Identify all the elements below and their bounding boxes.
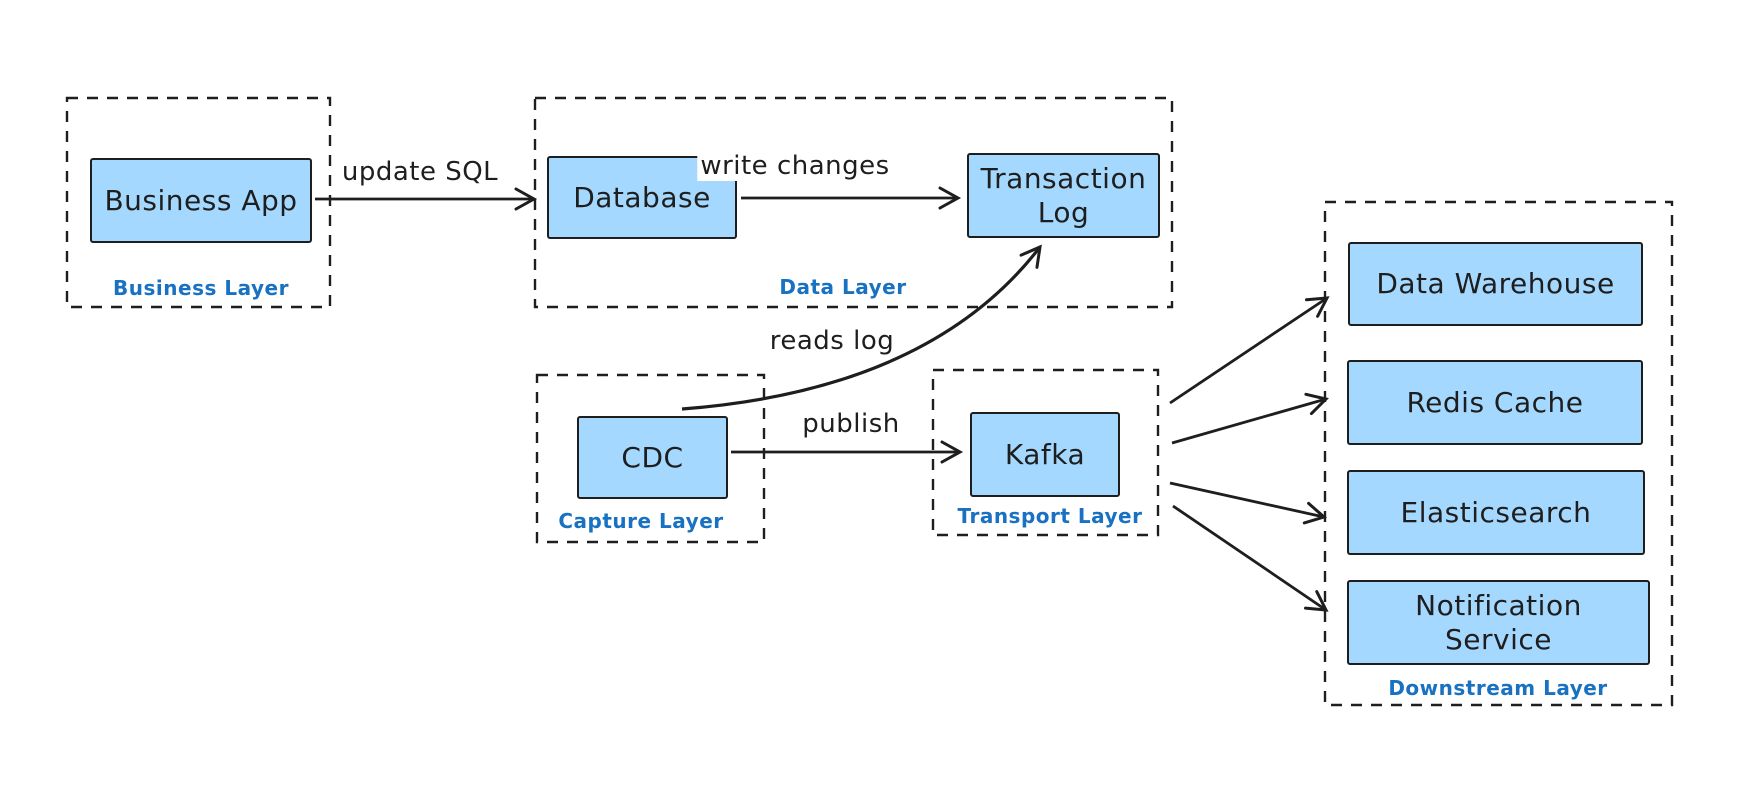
node-data-warehouse: Data Warehouse [1348,242,1643,326]
data-layer-label: Data Layer [779,275,907,299]
downstream-layer-label: Downstream Layer [1388,676,1608,700]
arrow-kafka-to-notification-service [1172,504,1329,612]
edge-label-update-sql: update SQL [338,157,502,187]
transport-layer-frame [931,368,1160,537]
node-transaction-log: Transaction Log [967,153,1160,238]
transport-layer-label: Transport Layer [957,504,1143,528]
node-database: Database [547,156,737,239]
capture-layer-frame [535,373,766,544]
capture-layer-label: Capture Layer [558,509,724,533]
node-redis-cache: Redis Cache [1347,360,1643,445]
business-layer-label: Business Layer [113,276,289,300]
node-business-app: Business App [90,158,312,243]
node-cdc: CDC [577,416,728,499]
node-notification-service: Notification Service [1347,580,1650,665]
downstream-layer-frame [1323,200,1674,707]
arrow-kafka-to-elasticsearch [1169,481,1328,525]
edge-label-reads-log: reads log [766,326,898,356]
business-layer-frame [65,96,332,309]
arrow-kafka-to-data-warehouse [1169,296,1330,405]
edge-label-publish: publish [799,409,903,439]
edge-label-write-changes: write changes [697,151,893,181]
node-kafka: Kafka [970,412,1120,497]
arrow-kafka-to-redis-cache [1171,392,1329,445]
arrow-cdc-to-transaction-log [681,244,1042,411]
node-elasticsearch: Elasticsearch [1347,470,1645,555]
